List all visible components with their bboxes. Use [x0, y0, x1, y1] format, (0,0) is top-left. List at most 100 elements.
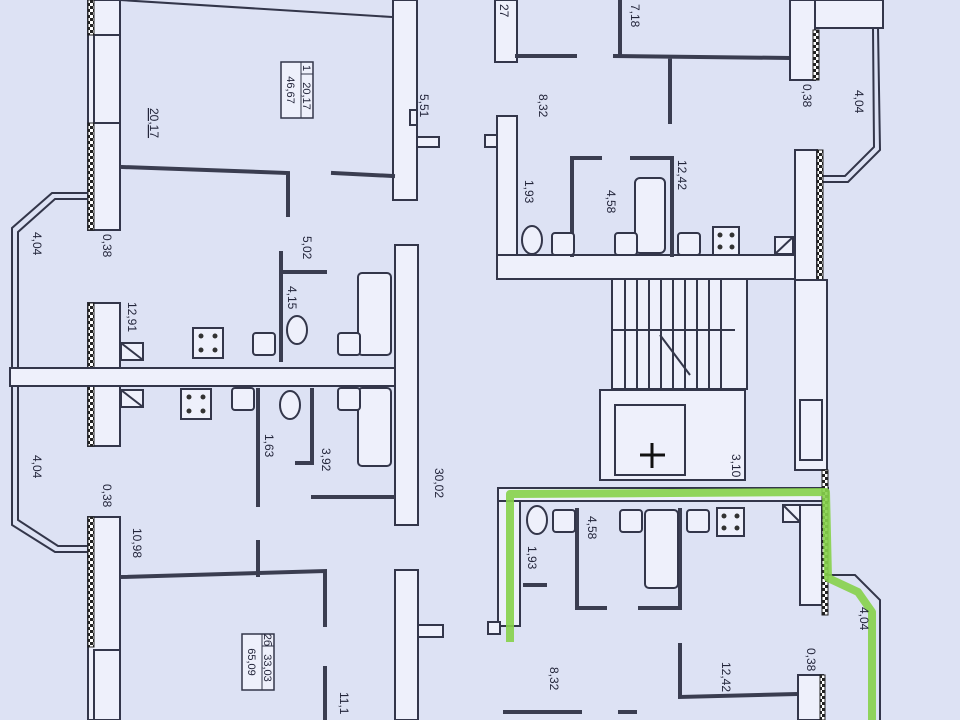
dimension-label: 4,15 [285, 286, 299, 310]
wall-hatch [812, 29, 820, 81]
living-area: 20,17 [300, 82, 312, 110]
wall-hatch [819, 674, 826, 720]
interior-wall [496, 254, 798, 280]
apartment-number: 1 [300, 65, 312, 71]
bathtub [357, 272, 392, 356]
dimension-label: 4,04 [30, 455, 44, 479]
dimension-label: 0,38 [804, 648, 818, 672]
elevator-icon [640, 443, 665, 468]
partition [575, 508, 682, 610]
dimension-label: 12,42 [719, 662, 733, 692]
dimension-label: 4,04 [857, 607, 871, 631]
dimension-label: 7,18 [628, 4, 642, 28]
dimension-label: 1,93 [525, 546, 539, 570]
partition [119, 164, 290, 217]
toilet [279, 390, 301, 420]
wall-niche [487, 621, 501, 635]
dimension-label: 0,38 [100, 234, 114, 258]
balcony-outline [17, 386, 88, 547]
wall-hatch [87, 0, 95, 36]
exterior-wall [797, 674, 824, 720]
wall-hatch [87, 122, 95, 231]
interior-wall [496, 115, 518, 279]
bathtub [644, 509, 679, 589]
partition [119, 540, 327, 627]
sink [337, 332, 361, 356]
vent-icon [782, 504, 801, 523]
partition [279, 251, 327, 362]
stove-icon [712, 226, 740, 256]
apartment-1-area-box: 1 20,17 46,67 [280, 61, 314, 119]
dimension-label: 12,42 [675, 160, 689, 190]
vent-icon [774, 236, 794, 255]
apartment-2-area-box: 2б 33,03 65,09 [241, 633, 275, 691]
total-area: 46,67 [284, 76, 296, 104]
balcony-outline [820, 27, 876, 177]
dimension-label: 4,58 [604, 190, 618, 214]
right-apartments [484, 0, 884, 720]
sink [552, 509, 576, 533]
partition [295, 388, 314, 465]
dimension-label: 1,63 [262, 434, 276, 458]
highlighted-apartment-outline [506, 488, 876, 720]
living-area: 33,03 [261, 654, 273, 682]
balcony-outline [828, 574, 881, 720]
toilet [521, 225, 543, 255]
interior-wall [494, 0, 518, 63]
interior-wall [394, 244, 419, 526]
sink [677, 232, 701, 256]
sink [252, 332, 276, 356]
sink [231, 387, 255, 411]
bathtub [357, 387, 392, 467]
exterior-wall [799, 504, 823, 606]
party-wall [9, 367, 411, 387]
balcony-outline [820, 27, 882, 183]
toilet [526, 505, 548, 535]
partition [515, 0, 793, 124]
dimension-label: 20,17 [147, 108, 161, 138]
wall-niche [484, 134, 498, 148]
staircase [611, 278, 748, 390]
dimension-label: 8,32 [536, 94, 550, 118]
toilet [286, 315, 308, 345]
dimension-label: 3,10 [729, 454, 743, 478]
wall-niche [409, 109, 418, 126]
apartment-number: 2б [261, 634, 273, 646]
dimension-label: 27 [497, 4, 511, 18]
interior-wall [394, 569, 419, 720]
dimension-label: 5,51 [417, 94, 431, 118]
vent-icon [120, 342, 144, 361]
balcony-outline [11, 192, 88, 368]
dimension-label: 4,58 [585, 516, 599, 540]
left-apartments: 1 20,17 46,67 2б 33,03 65,09 [9, 0, 444, 720]
party-wall [814, 0, 884, 29]
vent-icon [120, 389, 144, 408]
sink [614, 232, 638, 256]
wall-niche [417, 624, 444, 638]
elevator-shaft [614, 404, 686, 476]
window [93, 649, 121, 720]
stove-icon [716, 507, 745, 537]
wall-hatch [87, 516, 95, 648]
sink [686, 509, 710, 533]
dimension-label: 11,1 [337, 692, 351, 715]
balcony-outline [11, 386, 88, 553]
total-area: 65,09 [245, 648, 257, 676]
dimension-label: 5,02 [300, 236, 314, 260]
dimension-label: 30,02 [432, 468, 446, 498]
dimension-label: 4,04 [30, 232, 44, 256]
stove-icon [180, 388, 212, 420]
sink [337, 387, 361, 411]
dimension-label: 10,98 [130, 528, 144, 558]
dimension-labels: 27 7,18 20,17 5,51 8,32 0,38 4,04 1,93 4… [30, 4, 871, 715]
dimension-label: 0,38 [100, 484, 114, 508]
partition [330, 170, 396, 179]
sink [551, 232, 575, 256]
balcony-outline [17, 198, 88, 368]
exterior-wall [794, 149, 818, 281]
dimension-label: 8,32 [547, 667, 561, 691]
window [93, 34, 121, 124]
dimension-label: 0,38 [800, 84, 814, 108]
partition [119, 0, 393, 18]
